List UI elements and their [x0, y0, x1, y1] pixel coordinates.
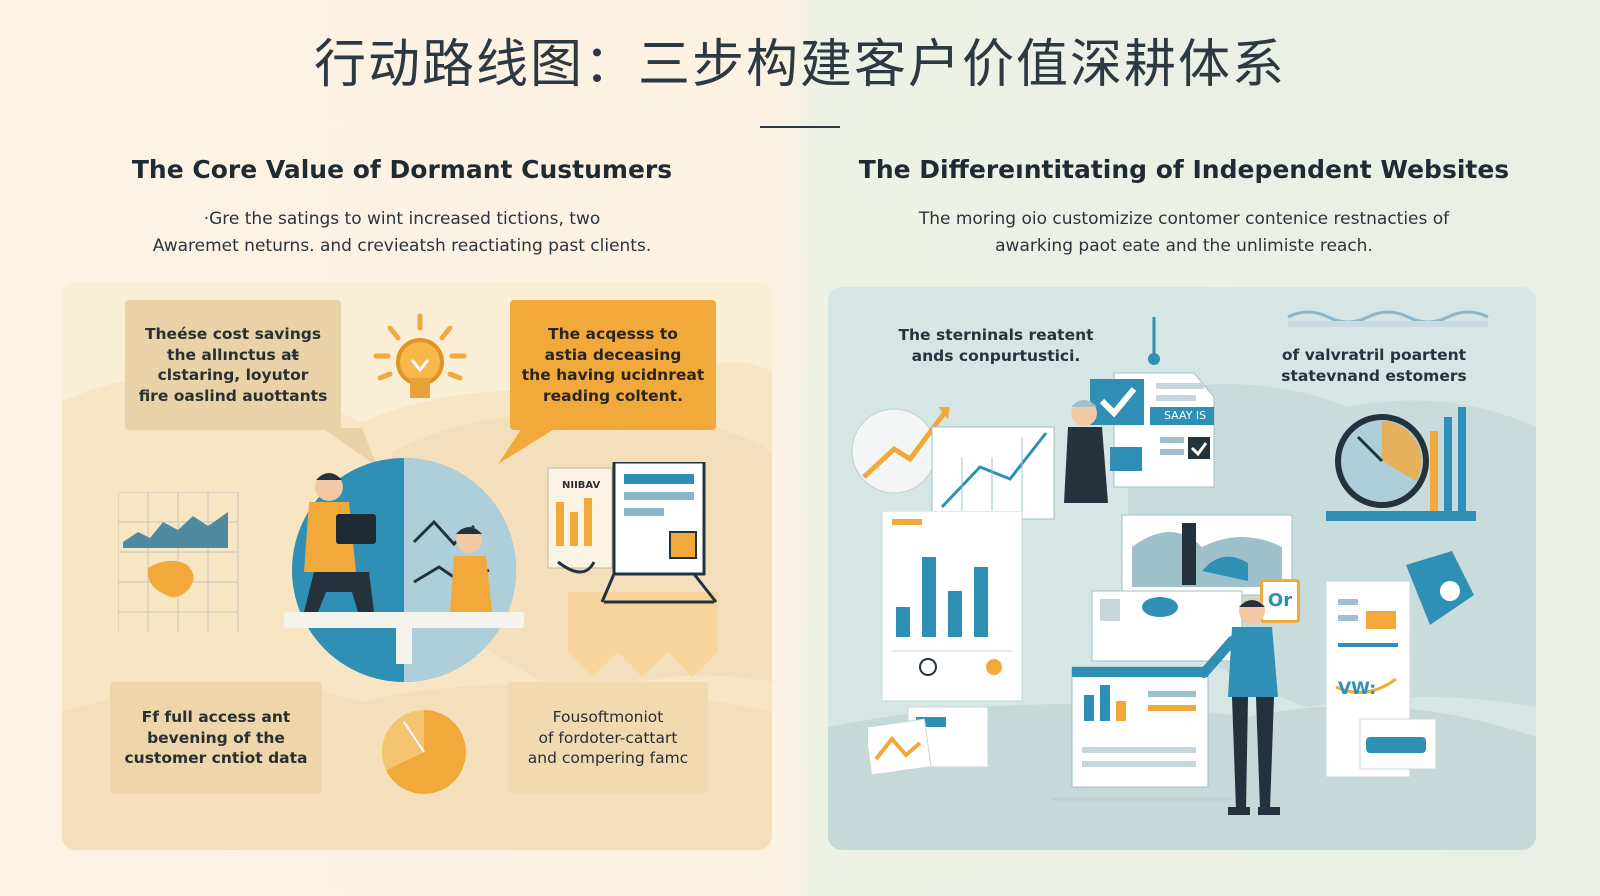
right-subtitle-line2: awarking paot eate and the unlimiste rea…: [995, 236, 1373, 256]
checkbox-icon: [1188, 437, 1210, 459]
left-banner-notch: [568, 652, 718, 677]
left-panel: Theése cost savings the allınctus aŧ cls…: [62, 282, 772, 850]
central-screens-illustration: [1052, 514, 1293, 801]
left-heading: The Core Value of Dormant Custumers: [131, 155, 673, 184]
report-arrow: [1406, 551, 1474, 625]
tablet: [1110, 447, 1142, 471]
box-access-text: The acqesss to astia deceasing the havin…: [521, 325, 705, 405]
gear-icon: [986, 659, 1002, 675]
left-subtitle-line1: ·Gre the satings to wint increased ticti…: [203, 209, 601, 229]
lightbulb-icon: [373, 313, 467, 398]
left-map-landmass: [147, 560, 194, 598]
box-full-access: Ff full access ant bevening of the custo…: [110, 682, 322, 794]
note-valvratril: of valvratril poartent statevnand estome…: [1281, 346, 1467, 385]
check-badge: [1090, 379, 1144, 425]
gauge-illustration: [1326, 407, 1476, 521]
left-subtitle: ·Gre the satings to wint increased ticti…: [22, 206, 782, 260]
person-tag-body: [1064, 427, 1108, 503]
laptop: [336, 514, 376, 544]
left-subtitle-line2: Awaremet neturns. and crevieatsh reactia…: [152, 236, 652, 256]
right-subtitle: The moring oio customizize contomer cont…: [804, 206, 1564, 260]
box-fousoft-text: Fousoftmoniot of fordoter-cattart and co…: [527, 708, 689, 768]
dashboard-easel-legs: [600, 573, 718, 604]
right-wave-line: [1287, 310, 1489, 324]
right-subtitle-line1: The moring oio customizize contomer cont…: [918, 209, 1450, 229]
title-divider: [760, 126, 840, 128]
box-access-pointer: [498, 428, 556, 464]
globe-stand: [396, 628, 412, 664]
page-title: 行动路线图：三步构建客户价值深耕体系: [313, 35, 1286, 95]
left-map-chart: [118, 492, 239, 632]
box-cost-savings-text: Theése cost savings the allınctus aŧ cls…: [138, 325, 328, 405]
growth-chart-illustration: [851, 407, 1055, 520]
photo-card-illustration: [868, 706, 989, 776]
bar-chart-board: [882, 511, 1023, 702]
right-panel: The sterninals reatent ands conpurtustic…: [828, 287, 1536, 850]
pie-chart-icon: [381, 709, 466, 794]
box-fousoft: Fousoftmoniot of fordoter-cattart and co…: [508, 682, 708, 794]
left-dashboard-illustration: [547, 462, 718, 604]
bottom-laptop: [1071, 666, 1209, 788]
note-sterninals: The sterninals reatent ands conpurtustic…: [898, 326, 1094, 365]
check-icon: [1099, 387, 1137, 418]
checklist-tag-illustration: [1064, 317, 1215, 503]
box-cost-savings-pointer: [322, 428, 377, 466]
box-cost-savings: Theése cost savings the allınctus aŧ cls…: [125, 300, 341, 430]
desk-surface: [284, 612, 524, 628]
standing-person-illustration: [1199, 598, 1280, 815]
tag-label: SAAY IS: [1164, 409, 1207, 422]
screen-label: VW:: [1338, 679, 1377, 699]
standing-person-body: [1228, 627, 1278, 697]
sign-or: Or: [1260, 579, 1300, 623]
box-full-access-text: Ff full access ant bevening of the custo…: [124, 708, 308, 768]
gauge-base: [1326, 511, 1476, 521]
left-map-skyline: [123, 512, 228, 548]
person-right-body: [450, 556, 492, 612]
tag-label-bg: [1150, 407, 1214, 425]
box-access: The acqesss to astia deceasing the havin…: [510, 300, 716, 430]
report-sheet-illustration: [1326, 551, 1474, 778]
central-globe-illustration: [284, 458, 524, 682]
right-heading: The Differeıntitating of Independent Web…: [858, 155, 1510, 184]
dashboard-label: NIIBAV: [562, 480, 601, 491]
